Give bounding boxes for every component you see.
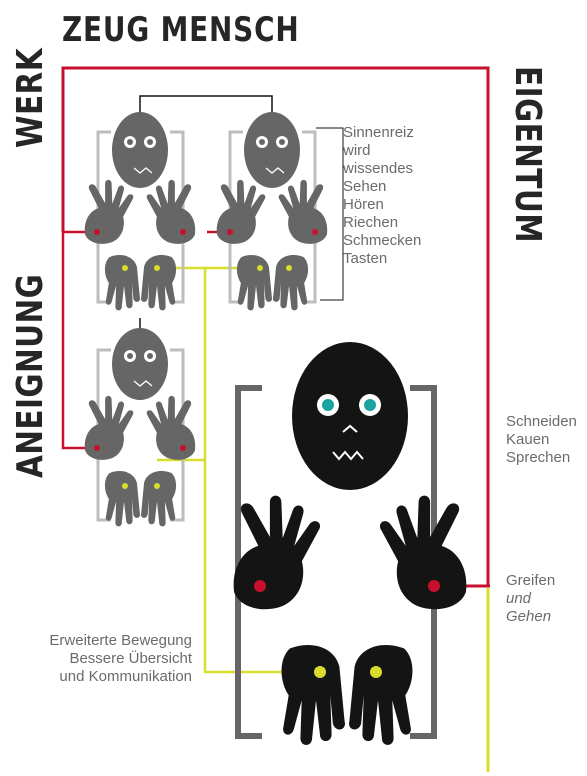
figure-top-right — [217, 112, 328, 310]
label-aneignung: ANEIGNUNG — [10, 274, 51, 478]
mouth-line: Schneiden — [506, 413, 577, 431]
senses-text-block: Sinnenreiz wird wissendes Sehen Hören Ri… — [343, 124, 421, 268]
senses-line: Sinnenreiz — [343, 124, 421, 142]
movement-line: Bessere Übersicht — [0, 650, 192, 668]
movement-line: und Kommunikation — [0, 668, 192, 686]
senses-line: wird — [343, 142, 421, 160]
mouth-line: Sprechen — [506, 449, 577, 467]
movement-line: Erweiterte Bewegung — [0, 632, 192, 650]
figure-large — [234, 342, 467, 745]
figure-middle-left — [85, 328, 196, 526]
grasp-text-block: Greifen und Gehen — [506, 572, 555, 626]
senses-line: Hören — [343, 196, 421, 214]
mouth-line: Kauen — [506, 431, 577, 449]
grasp-line: Greifen — [506, 572, 555, 590]
movement-text-block: Erweiterte Bewegung Bessere Übersicht un… — [0, 632, 192, 686]
grasp-line-italic: und — [506, 590, 555, 608]
senses-line: wissendes — [343, 160, 421, 178]
senses-line: Tasten — [343, 250, 421, 268]
grasp-line-italic: Gehen — [506, 608, 555, 626]
senses-line: Schmecken — [343, 232, 421, 250]
hanger-top — [140, 96, 272, 112]
diagram-title: ZEUG MENSCH — [62, 10, 300, 50]
label-werk: WERK — [10, 48, 51, 148]
senses-line: Sehen — [343, 178, 421, 196]
label-eigentum: EIGENTUM — [507, 66, 548, 243]
mouth-text-block: Schneiden Kauen Sprechen — [506, 413, 577, 467]
figure-top-left — [85, 112, 196, 310]
red-connector-lower — [63, 232, 97, 448]
senses-line: Riechen — [343, 214, 421, 232]
